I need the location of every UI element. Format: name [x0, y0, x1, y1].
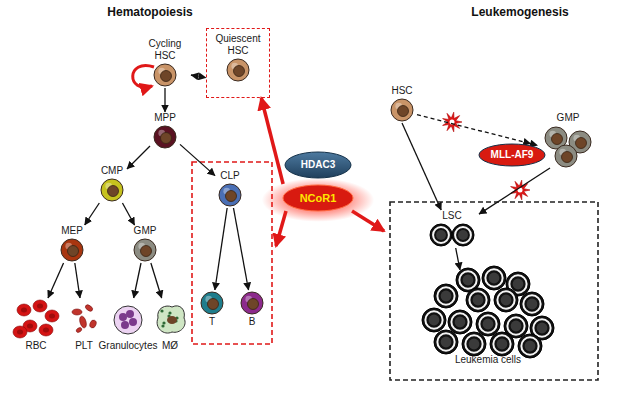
protein-ellipse: NCoR1	[282, 184, 354, 212]
cell-label: PLT	[75, 340, 93, 352]
cell-picture	[132, 237, 158, 263]
progenitor-cell: MEP	[57, 225, 87, 263]
lineage-arrow	[180, 144, 215, 175]
cell-label: HSC	[391, 85, 412, 97]
clp-lineage-box	[192, 162, 272, 344]
cell-picture	[389, 97, 415, 123]
progenitor-cell: CLP	[215, 170, 245, 208]
progenitor-cluster: GMP	[538, 112, 598, 168]
mature-cell: Granulocytes	[97, 298, 160, 352]
cell-label: Quiescent HSC	[210, 33, 266, 57]
section-title: Hematopoiesis	[107, 5, 192, 19]
mature-cell: PLT	[65, 298, 103, 352]
cell-picture	[420, 270, 556, 354]
cell-picture	[152, 124, 178, 150]
lineage-arrow	[479, 168, 550, 214]
cell-label: B	[249, 316, 256, 328]
fusion-oncogene: MLL-AF9	[478, 143, 546, 167]
stem-cell: HSC	[387, 85, 417, 123]
lineage-arrow	[191, 75, 206, 78]
leukemia-stem-cell: LSC	[425, 210, 479, 248]
cell-picture	[152, 298, 188, 340]
lineage-arrow	[261, 98, 283, 184]
cell-picture	[427, 222, 477, 248]
cell-label: RBC	[25, 340, 46, 352]
cell-picture	[152, 62, 178, 88]
cell-label: GMP	[134, 225, 157, 237]
cell-label: Leukemia cells	[455, 354, 521, 366]
stem-cell: Cycling HSC	[139, 38, 191, 88]
progenitor-cell: GMP	[130, 225, 160, 263]
cell-label: GMP	[557, 112, 580, 124]
lineage-arrow	[215, 208, 227, 290]
cell-label: CLP	[220, 170, 239, 182]
protein-name: NCoR1	[300, 192, 337, 204]
lineage-arrow	[48, 263, 64, 298]
lineage-arrow	[122, 203, 134, 225]
lineage-arrow	[127, 146, 150, 169]
cell-picture	[239, 290, 265, 316]
cell-picture	[111, 298, 145, 340]
cell-picture	[225, 57, 251, 83]
progenitor-cell: CMP	[97, 165, 127, 203]
leukemia-box	[390, 202, 598, 380]
lineage-arrow	[402, 123, 441, 210]
lymphocyte: B	[237, 290, 267, 328]
lineage-arrow	[151, 263, 162, 298]
cell-label: MØ	[162, 340, 178, 352]
lineage-arrow	[417, 115, 538, 146]
cell-picture	[67, 298, 101, 340]
cell-label: MEP	[61, 225, 83, 237]
self-renewal-arrow	[133, 66, 154, 88]
lineage-arrow	[134, 263, 141, 298]
lineage-arrow	[233, 208, 248, 290]
cell-label: Granulocytes	[99, 340, 158, 352]
lymphocyte: T	[197, 290, 227, 328]
protein-name: MLL-AF9	[491, 149, 534, 161]
cell-label: MPP	[154, 112, 176, 124]
progenitor-cell: MPP	[150, 112, 180, 150]
cell-label: Cycling HSC	[141, 38, 189, 62]
mature-cell: MØ	[150, 298, 190, 352]
lineage-arrow	[75, 263, 80, 298]
cell-picture	[199, 290, 225, 316]
cell-picture	[14, 298, 58, 340]
lineage-arrow	[456, 248, 460, 270]
lineage-arrow	[164, 88, 165, 112]
cell-picture	[540, 124, 596, 168]
cell-picture	[217, 182, 243, 208]
cell-label: CMP	[101, 165, 123, 177]
section-title: Leukemogenesis	[471, 5, 568, 19]
cell-label: LSC	[442, 210, 461, 222]
cell-picture	[99, 177, 125, 203]
mature-cell: RBC	[12, 298, 60, 352]
cell-label: T	[209, 316, 215, 328]
quiescent-box: Quiescent HSC	[206, 28, 270, 98]
leukemia-cluster: Leukemia cells	[418, 270, 558, 366]
lineage-arrow	[85, 203, 100, 225]
protein-name: HDAC3	[301, 159, 335, 171]
protein-ellipse: HDAC3	[284, 151, 352, 179]
cell-picture	[59, 237, 85, 263]
